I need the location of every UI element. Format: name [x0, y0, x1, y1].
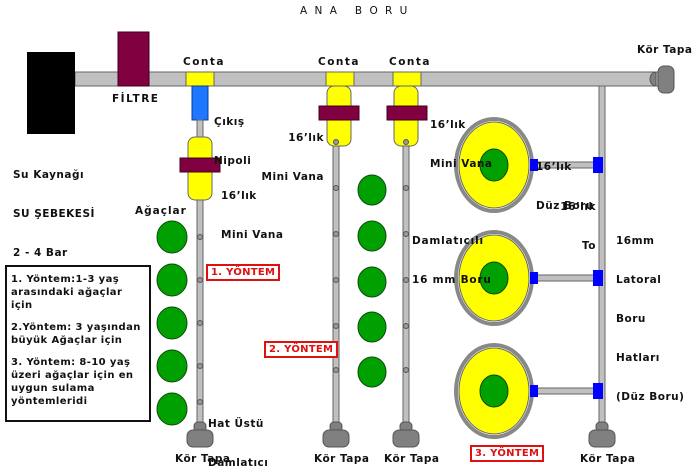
dripper-icon — [333, 231, 339, 237]
main-pipe-title: A N A B O R U — [300, 5, 410, 17]
tree — [479, 374, 509, 408]
lateral-line — [598, 85, 606, 429]
mini-valve-2-band — [318, 105, 360, 121]
straight-pipe — [536, 387, 598, 395]
nipple-label: Çıkış Nipoli — [214, 116, 252, 167]
tree — [156, 392, 188, 426]
method2-line-b — [402, 139, 410, 429]
lateral-label: 16mm Latoral Boru Hatları (Düz Boru) — [616, 235, 685, 403]
tee-fitting-icon — [593, 157, 603, 173]
info-box: 1. Yöntem:1-3 yaş arasındaki ağaçlar içi… — [5, 265, 151, 422]
ring-connector — [530, 272, 538, 284]
inline-dripper-icon — [197, 363, 203, 369]
info-method-1: 1. Yöntem:1-3 yaş arasındaki ağaçlar içi… — [11, 274, 123, 311]
mini-valve-label-3: 16’lık Mini Vana — [430, 119, 493, 170]
end-cap-icon — [186, 429, 214, 448]
mini-valve-3-band — [386, 105, 428, 121]
ring-connector — [530, 385, 538, 397]
end-cap-icon — [392, 429, 420, 448]
tee-label: 16’lık To — [560, 201, 596, 252]
gasket-label-3: Conta — [389, 56, 431, 68]
method-2-badge: 2. YÖNTEM — [264, 341, 339, 358]
dripper-icon — [333, 185, 339, 191]
dripper-icon — [333, 277, 339, 283]
main-end-cap-body — [657, 65, 675, 94]
end-cap-icon — [322, 429, 350, 448]
tree — [479, 148, 509, 182]
water-source-label: Su Kaynağı SU ŞEBEKESİ 2 - 4 Bar — [13, 169, 95, 259]
dripper-pipe-label: Damlatıcılı 16 mm Boru — [412, 235, 492, 286]
nipple-stem — [196, 119, 204, 139]
gasket-1 — [185, 71, 215, 87]
dripper-icon — [403, 185, 409, 191]
tree — [357, 266, 387, 298]
tree — [357, 174, 387, 206]
tee-fitting-icon — [593, 270, 603, 286]
inline-dripper-icon — [197, 320, 203, 326]
end-cap-label-4: Kör Tapa — [580, 453, 636, 465]
inline-dripper-icon — [197, 234, 203, 240]
gasket-label-1: Conta — [183, 56, 225, 68]
tee-fitting-icon — [593, 383, 603, 399]
tree — [357, 311, 387, 343]
tree — [357, 220, 387, 252]
gasket-label-2: Conta — [318, 56, 360, 68]
end-cap-label-1: Kör Tapa — [175, 453, 231, 465]
info-method-3: 3. Yöntem: 8-10 yaş üzeri ağaçlar için e… — [11, 357, 134, 407]
dripper-icon — [403, 139, 409, 145]
mini-valve-label-1: 16’lık Mini Vana — [221, 190, 284, 241]
straight-pipe-label: 16’lık Düz Boru — [536, 161, 594, 212]
dripper-icon — [333, 323, 339, 329]
dripper-icon — [403, 367, 409, 373]
tree — [156, 263, 188, 297]
dripper-icon — [403, 277, 409, 283]
tree — [156, 220, 188, 254]
dripper-icon — [403, 231, 409, 237]
tree — [156, 349, 188, 383]
dripper-icon — [333, 367, 339, 373]
method-3-badge: 3. YÖNTEM — [470, 445, 545, 462]
gasket-3 — [392, 71, 422, 87]
end-cap-label-2: Kör Tapa — [314, 453, 370, 465]
outlet-nipple — [191, 85, 209, 121]
inline-dripper-icon — [197, 277, 203, 283]
mini-valve-label-2: 16’lık Mini Vana — [261, 132, 324, 183]
water-source-block — [27, 52, 75, 134]
filter-block — [117, 31, 150, 87]
method-1-badge: 1. YÖNTEM — [206, 264, 281, 281]
end-cap-label-3: Kör Tapa — [384, 453, 440, 465]
main-end-cap — [649, 71, 657, 87]
tree — [156, 306, 188, 340]
end-cap-label-main: Kör Tapa — [637, 44, 693, 56]
trees-label: Ağaçlar — [135, 205, 187, 217]
straight-pipe — [536, 274, 598, 282]
info-method-2: 2.Yöntem: 3 yaşından büyük Ağaçlar için — [11, 322, 141, 346]
inline-dripper-label: Hat Üstü Damlatıcı — [208, 418, 269, 469]
dripper-icon — [333, 139, 339, 145]
method2-line-a — [332, 139, 340, 429]
gasket-2 — [325, 71, 355, 87]
tree — [357, 356, 387, 388]
tree — [479, 261, 509, 295]
mini-valve-1-band — [179, 157, 221, 173]
inline-dripper-icon — [197, 399, 203, 405]
ring-connector — [530, 159, 538, 171]
end-cap-icon — [588, 429, 616, 448]
filter-label: FİLTRE — [112, 93, 160, 105]
dripper-icon — [403, 323, 409, 329]
main-pipe — [74, 71, 668, 87]
